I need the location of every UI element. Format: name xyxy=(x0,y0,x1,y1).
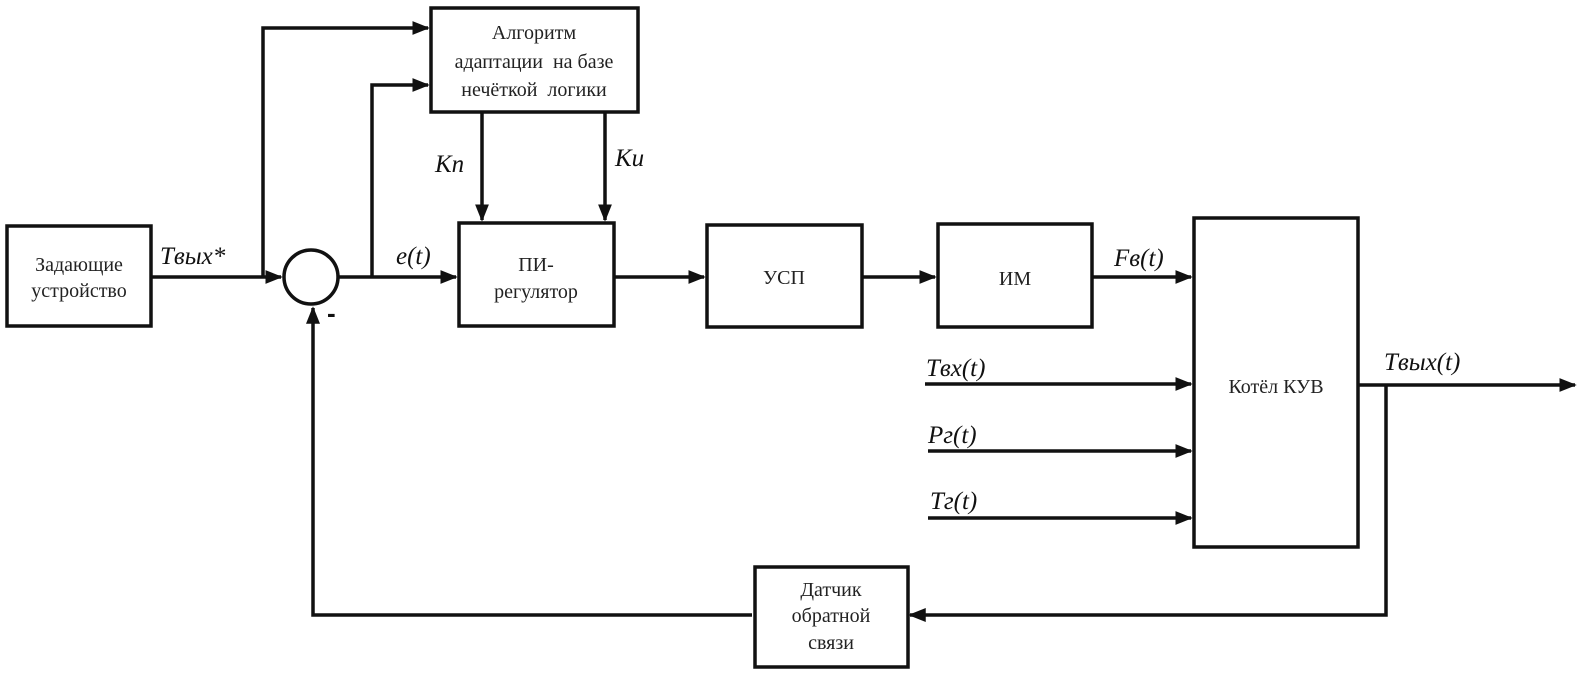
wire-output-to-sensor xyxy=(908,385,1388,622)
block-pi-controller: ПИ- регулятор xyxy=(457,221,616,328)
summator-circle xyxy=(282,248,340,306)
wire-error-to-adaptation xyxy=(370,78,430,277)
block-boiler: Котёл КУВ xyxy=(1192,216,1360,549)
block-label: Котёл КУВ xyxy=(1228,376,1323,398)
signal-labels: Tвых* e(t) Кп Ки Fв(t) Tвх(t) Pг(t) Tг(t… xyxy=(160,145,1460,515)
summator-minus-sign: - xyxy=(327,298,336,328)
block-actuator: ИМ xyxy=(936,222,1094,329)
block-label: связи xyxy=(808,632,854,654)
block-setpoint-device: Задающие устройство xyxy=(5,224,153,328)
signal-setpoint-label: Tвых* xyxy=(160,243,226,270)
block-feedback-sensor: Датчик обратной связи xyxy=(753,565,910,669)
block-label: Алгоритм xyxy=(492,22,577,44)
signal-error-label: e(t) xyxy=(396,243,431,270)
block-label: устройство xyxy=(31,280,127,302)
block-label: обратной xyxy=(792,605,871,627)
block-label: ИМ xyxy=(999,268,1031,290)
block-label: Датчик xyxy=(800,579,862,601)
block-label: нечёткой логики xyxy=(461,79,607,101)
block-label: адаптации на базе xyxy=(455,51,614,73)
signal-tg-label: Tг(t) xyxy=(930,488,977,515)
block-adaptation-algorithm: Алгоритм адаптации на базе нечёткой логи… xyxy=(429,6,640,114)
connections xyxy=(151,21,1577,622)
wire-setpoint-to-adaptation xyxy=(261,21,430,277)
signal-ki-label: Ки xyxy=(614,145,644,172)
summator: - xyxy=(282,248,340,328)
wire-sensor-to-summator xyxy=(306,306,752,617)
signal-pg-label: Pг(t) xyxy=(927,422,977,449)
block-label: ПИ- xyxy=(518,254,554,276)
signal-fv-label: Fв(t) xyxy=(1113,245,1164,272)
block-label: УСП xyxy=(763,267,805,289)
signal-kp-label: Кп xyxy=(434,151,464,178)
signal-tin-label: Tвх(t) xyxy=(926,355,985,382)
signal-tout-label: Tвых(t) xyxy=(1384,349,1460,376)
block-label: Задающие xyxy=(35,254,123,276)
block-usp: УСП xyxy=(705,223,864,329)
block-label: регулятор xyxy=(494,281,578,303)
